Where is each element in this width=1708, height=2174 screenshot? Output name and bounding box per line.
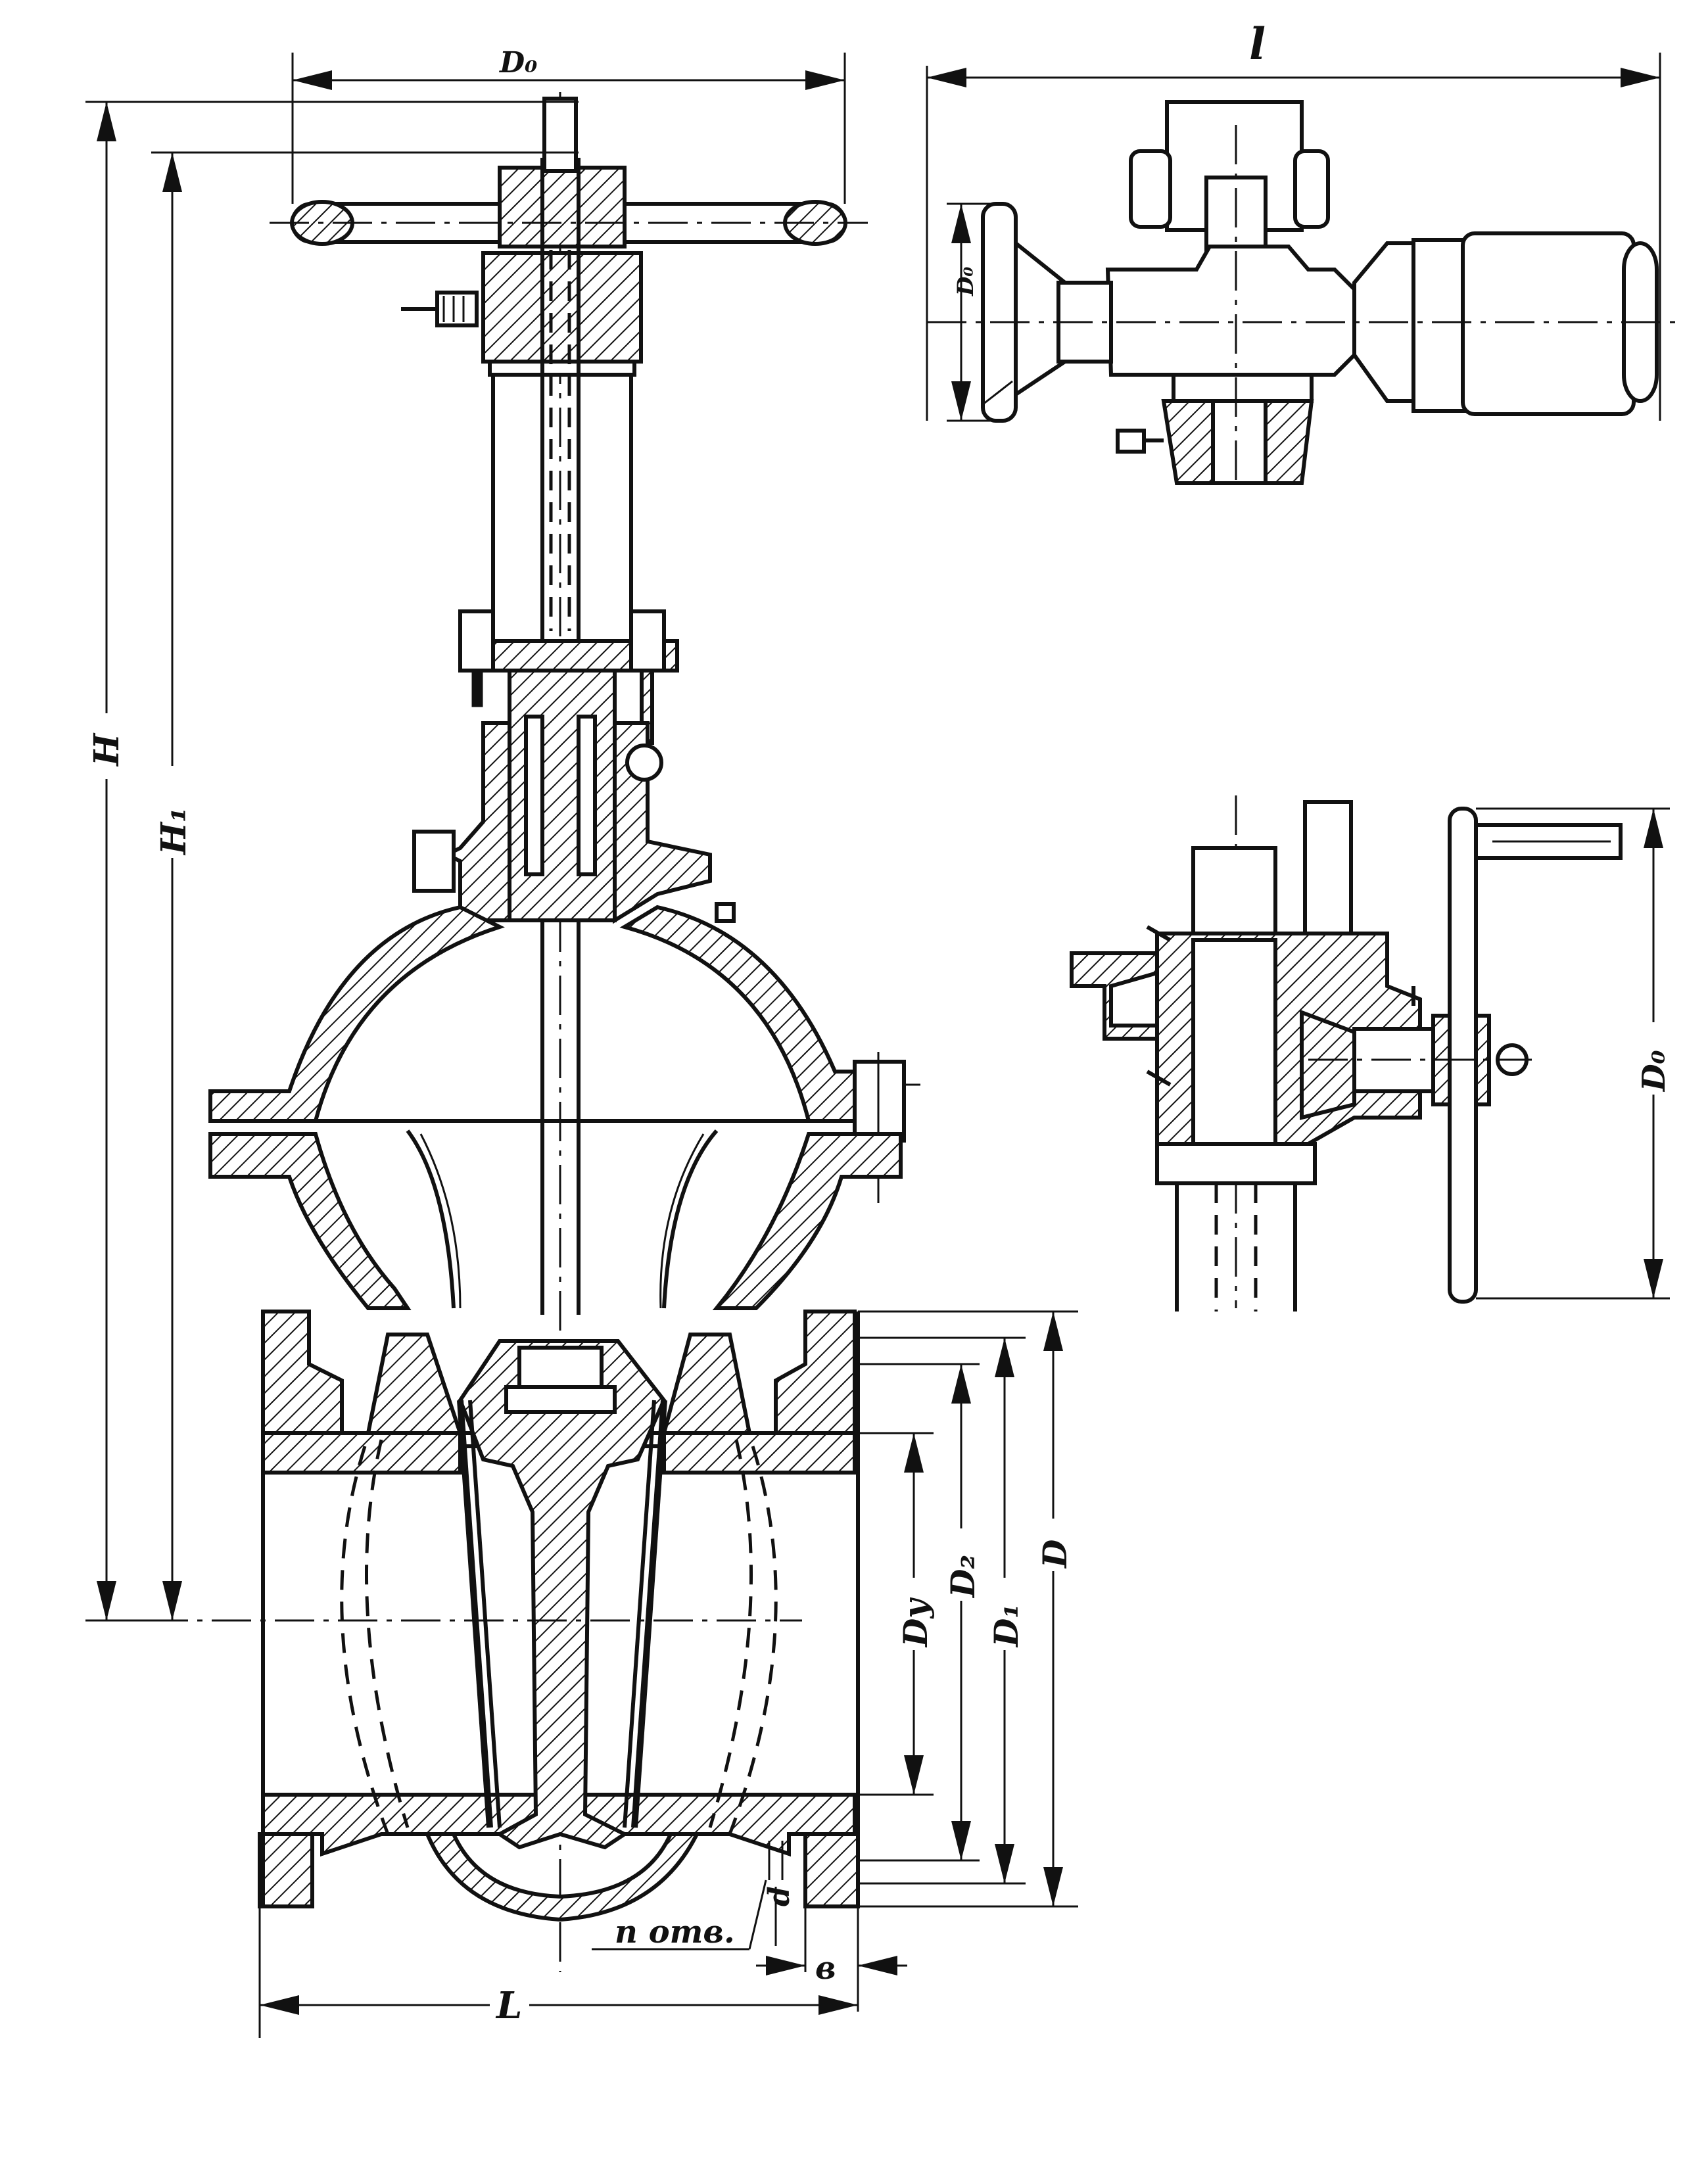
label-D: D <box>1035 1540 1074 1569</box>
stem-nut-housing <box>401 251 643 377</box>
handwheel-hub <box>498 166 627 248</box>
label-Dy: Dу <box>896 1597 935 1648</box>
bonnet-bolt-left <box>412 830 456 893</box>
bonnet-dome <box>208 905 920 1203</box>
drive-gearbox <box>1105 245 1356 377</box>
electric-motor <box>1461 231 1636 416</box>
bevel-gear <box>1300 1009 1356 1120</box>
main-valve-view: D₀ H H₁ Dу D₂ <box>85 46 1078 2038</box>
electric-drive-view: l D₀ <box>926 18 1676 486</box>
label-l: l <box>1249 18 1266 70</box>
dim-b: в <box>756 1906 907 1987</box>
handwheel <box>270 166 868 248</box>
bearing-housing <box>481 251 643 364</box>
label-H: H <box>87 732 127 767</box>
label-D0-gear: D₀ <box>1636 1050 1672 1093</box>
dim-holes: d n отв. <box>592 1841 796 1950</box>
gland-bolt-left <box>458 609 495 673</box>
seat-face-left <box>457 1400 493 1828</box>
dim-L: L <box>258 1906 859 2038</box>
pipe-flanges <box>258 1310 860 1922</box>
stem-top <box>542 97 578 173</box>
label-D0-top: D₀ <box>498 46 537 80</box>
label-D2: D₂ <box>943 1555 982 1599</box>
yoke-column <box>491 375 633 628</box>
label-H1: H₁ <box>154 807 194 856</box>
dim-D0-top: D₀ <box>291 46 846 204</box>
gland-bolt-right <box>629 609 666 673</box>
bonnet-top <box>412 609 736 924</box>
valve-body-upper <box>208 1129 903 1310</box>
label-D1: D₁ <box>987 1604 1026 1648</box>
stem-head <box>517 1346 604 1389</box>
gear-drive-view: D₀ <box>1070 795 1672 1311</box>
body-bottom-bowl <box>424 1832 700 1922</box>
crank-arm <box>1448 807 1478 1304</box>
label-b: в <box>815 1950 836 1987</box>
label-d: d <box>763 1886 796 1906</box>
label-n-holes: n отв. <box>615 1914 735 1950</box>
lubricator-ball <box>625 744 663 782</box>
drive-handwheel <box>981 202 1018 423</box>
dim-H: H <box>85 101 579 1622</box>
wedge-gate <box>457 1339 667 1850</box>
dim-H1: H₁ <box>151 151 579 1620</box>
dim-flange-diameters: Dу D₂ D₁ D <box>858 1310 1078 1908</box>
label-L: L <box>495 1984 522 2027</box>
seat-face-right <box>631 1400 667 1828</box>
label-D0-drive: D₀ <box>953 267 979 296</box>
hidden-seat-lines <box>340 1439 778 1835</box>
